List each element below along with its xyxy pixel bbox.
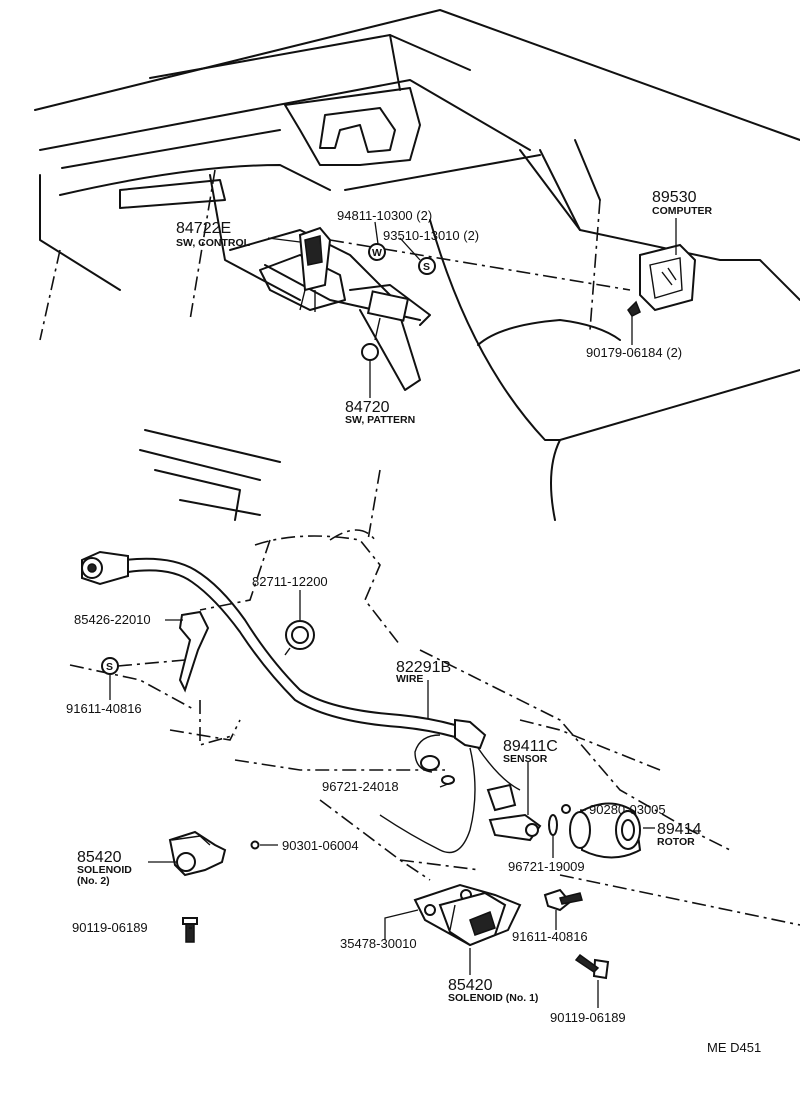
callout-solenoid-1: 85420 SOLENOID (No. 1) <box>448 977 538 1004</box>
sensor-number: 89411C <box>503 738 558 755</box>
bolt-e-number: 90119-06189 <box>550 1010 626 1025</box>
vehicle-interior-drawing <box>34 9 800 521</box>
rotor-name: ROTOR <box>657 836 695 848</box>
callout-bracket: 85426-22010 <box>74 612 151 627</box>
callout-nut-a: 93510-13010 (2) <box>383 228 479 243</box>
callout-computer: 89530 COMPUTER <box>652 189 713 217</box>
solenoid-1-part <box>413 883 522 947</box>
sw-control-name: SW, CONTROL <box>176 237 251 249</box>
callout-oring-a: 96721-24018 <box>322 779 399 794</box>
diagram-code: ME D451 <box>707 1040 761 1055</box>
callout-bolt-d: 91611-40816 <box>512 929 588 944</box>
sw-control-part <box>298 226 332 312</box>
callout-screw-computer: 90179-06184 (2) <box>586 345 682 360</box>
callout-sw-pattern: 84720 SW, PATTERN <box>345 399 415 426</box>
computer-name: COMPUTER <box>652 205 713 217</box>
callout-bolt-e: 90119-06189 <box>550 1010 626 1025</box>
clamp-bracket-parts: S <box>101 610 315 693</box>
callout-ball: 90301-06004 <box>282 838 359 853</box>
bolt-b-number: 91611-40816 <box>66 701 142 716</box>
sensor-name: SENSOR <box>503 753 548 765</box>
computer-part <box>627 243 697 317</box>
callout-wire: 82291B WIRE <box>396 659 451 685</box>
bolt-a-number: 94811-10300 (2) <box>337 208 432 223</box>
callout-bolt-b: 91611-40816 <box>66 701 142 716</box>
sw-control-number: 84722E <box>176 220 231 237</box>
callout-bolt-a: 94811-10300 (2) <box>337 208 432 223</box>
bracket-number: 85426-22010 <box>74 612 151 627</box>
gasket-number: 35478-30010 <box>340 936 417 951</box>
sw-pattern-name: SW, PATTERN <box>345 414 415 426</box>
transmission-drawing <box>69 429 800 926</box>
bolt-d-number: 91611-40816 <box>512 929 588 944</box>
screw-computer-number: 90179-06184 (2) <box>586 345 682 360</box>
solenoid-1-name: SOLENOID (No. 1) <box>448 992 538 1004</box>
solenoid-2-number: 85420 <box>77 849 122 866</box>
svg-text:S: S <box>423 261 430 273</box>
wire-number: 82291B <box>396 659 451 676</box>
solenoid-2-part <box>168 830 260 943</box>
callout-clamp-a: 82711-12200 <box>252 574 328 589</box>
oring-a-number: 96721-24018 <box>322 779 399 794</box>
callout-ring-a: 90280-03005 <box>589 802 666 817</box>
wire-name: WIRE <box>396 673 423 685</box>
leader-lines <box>109 218 677 1008</box>
solenoid-2-name: SOLENOID <box>77 864 132 876</box>
nut-a-number: 93510-13010 (2) <box>383 228 479 243</box>
callout-oring-b: 96721-19009 <box>508 859 585 874</box>
svg-text:W: W <box>372 247 382 259</box>
ring-a-number: 90280-03005 <box>589 802 666 817</box>
callout-solenoid-2: 85420 SOLENOID (No. 2) <box>77 849 132 887</box>
bolt-nut-upper: W S <box>368 243 436 275</box>
svg-text:S: S <box>106 661 113 673</box>
bolts-right <box>543 888 610 980</box>
callout-bolt-c: 90119-06189 <box>72 920 148 935</box>
callout-gasket: 35478-30010 <box>340 936 417 951</box>
oring-b-number: 96721-19009 <box>508 859 585 874</box>
callout-sensor: 89411C SENSOR <box>503 738 558 765</box>
rotor-number: 89414 <box>657 821 702 838</box>
bolt-c-number: 90119-06189 <box>72 920 148 935</box>
sw-pattern-number: 84720 <box>345 399 390 416</box>
sensor-rotor-parts <box>488 802 642 859</box>
solenoid-1-number: 85420 <box>448 977 493 994</box>
callout-sw-control: 84722E SW, CONTROL <box>176 220 251 249</box>
ball-number: 90301-06004 <box>282 838 359 853</box>
clamp-a-number: 82711-12200 <box>252 574 328 589</box>
callout-rotor: 89414 ROTOR <box>657 821 702 848</box>
wire-harness-part <box>81 550 521 854</box>
solenoid-2-name2: (No. 2) <box>77 875 110 887</box>
computer-number: 89530 <box>652 189 697 206</box>
